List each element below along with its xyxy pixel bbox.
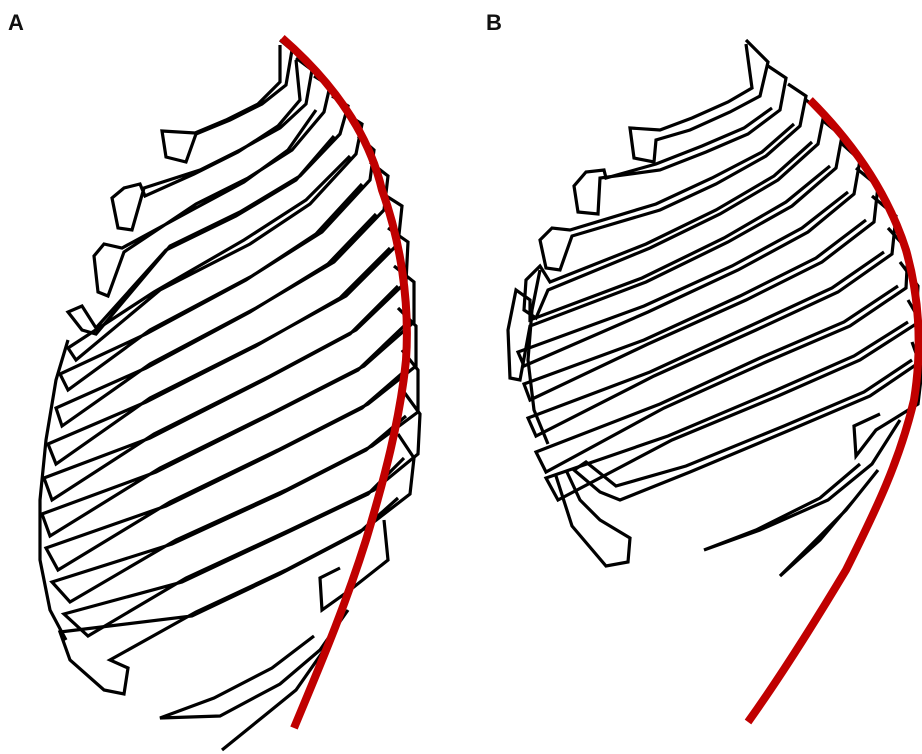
rib-outline <box>162 40 292 162</box>
rib-outline <box>780 470 878 576</box>
rib-outline <box>524 100 824 318</box>
panel-a-rib-cage <box>40 38 420 750</box>
rib-outline <box>630 40 768 162</box>
rib-outline <box>68 114 362 360</box>
rib-outline <box>574 300 922 500</box>
rib-outline <box>44 228 408 500</box>
panel-b-ribs <box>508 40 922 576</box>
rib-outline <box>112 58 312 230</box>
panel-b-rib-cage <box>508 40 922 722</box>
rib-outline <box>52 350 418 602</box>
